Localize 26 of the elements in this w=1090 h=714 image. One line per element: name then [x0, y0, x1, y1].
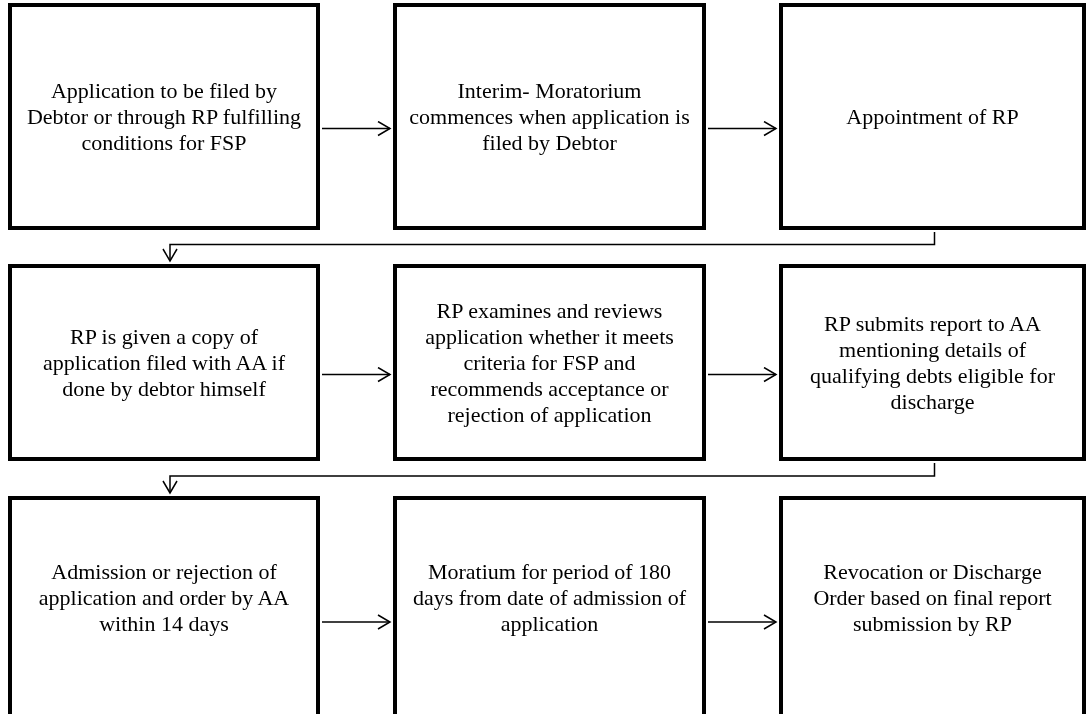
process-box: [779, 496, 1086, 714]
process-box: [393, 3, 706, 230]
process-box: [393, 496, 706, 714]
process-box: [779, 264, 1086, 461]
arrow: [321, 366, 391, 383]
process-box: [779, 3, 1086, 230]
step-text: RP is given a copy of application filed with AA if done by debtor himself: [42, 323, 286, 402]
process-box: [393, 264, 706, 461]
process-box: [8, 496, 320, 714]
arrow: [321, 614, 391, 630]
step-text: Revocation or Discharge Order based on final report submission by RP: [812, 559, 1053, 637]
arrow: [707, 614, 777, 630]
arrow: [321, 120, 391, 137]
process-box: [8, 264, 320, 461]
arrow: [162, 462, 936, 494]
step-text: Moratium for period of 180 days from date of admission of application: [411, 559, 688, 637]
arrow: [162, 231, 936, 262]
arrow: [707, 366, 777, 383]
step-text: Admission or rejection of application and order by AA within 14 days: [37, 559, 291, 637]
step-text: Application to be filed by Debtor or through RP fulfilling conditions for FSP: [25, 77, 303, 156]
step-text: Appointment of RP: [846, 103, 1019, 130]
step-text: RP submits report to AA mentioning details of qualifying debts eligible for discharge: [809, 310, 1056, 415]
step-text: RP examines and reviews application whether it meets criteria for FSP and recommends acceptance or rejection of application: [424, 297, 675, 428]
arrow: [707, 120, 777, 137]
process-box: [8, 3, 320, 230]
step-text: Interim- Moratorium commences when application is filed by Debtor: [409, 77, 690, 156]
